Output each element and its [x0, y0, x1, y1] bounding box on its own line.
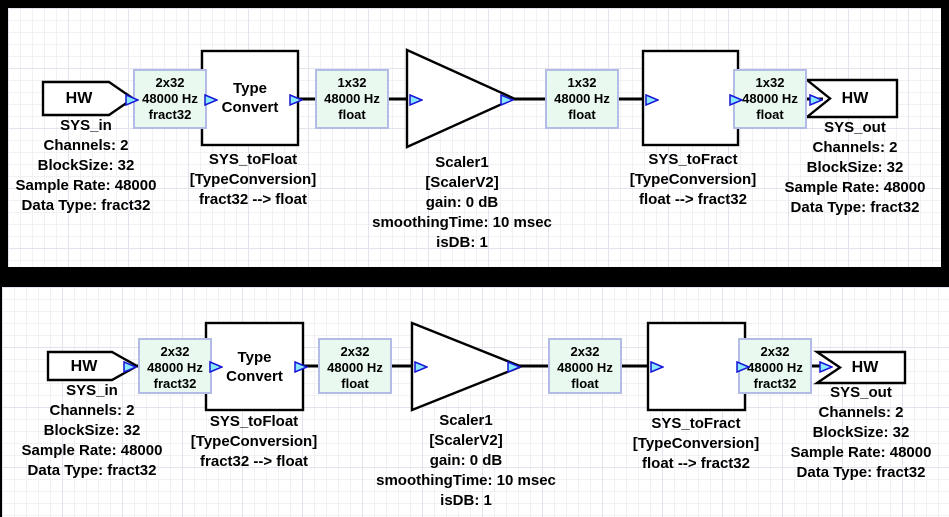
- wire-label[interactable]: 2x32 48000 Hz fract32: [133, 69, 207, 129]
- input-pin-icon[interactable]: [809, 93, 824, 107]
- type-convert-in-label[interactable]: Type Convert: [221, 80, 279, 116]
- hw-output-annotation: SYS_out Channels: 2 BlockSize: 32 Sample…: [790, 384, 932, 481]
- wire-label[interactable]: 2x32 48000 Hz float: [318, 338, 392, 394]
- hw-input-annotation: SYS_in Channels: 2 BlockSize: 32 Sample …: [21, 382, 163, 479]
- output-pin-icon[interactable]: [289, 93, 304, 107]
- input-pin-icon[interactable]: [204, 93, 219, 107]
- scaler-triangle[interactable]: [405, 48, 517, 149]
- hw-output-label[interactable]: HW: [851, 359, 879, 376]
- output-pin-icon[interactable]: [500, 93, 515, 107]
- input-pin-icon[interactable]: [650, 360, 665, 374]
- input-pin-icon[interactable]: [209, 360, 224, 374]
- hw-output-label[interactable]: HW: [841, 90, 869, 107]
- wire-label[interactable]: 2x32 48000 Hz float: [548, 338, 622, 394]
- output-pin-icon[interactable]: [736, 360, 751, 374]
- wire-label[interactable]: 1x32 48000 Hz float: [733, 69, 807, 129]
- type-convert-in-label[interactable]: Type Convert: [226, 348, 283, 385]
- input-pin-icon[interactable]: [819, 360, 834, 374]
- converter-in-annotation: SYS_toFloat [TypeConversion] fract32 -->…: [189, 151, 317, 208]
- converter-out-annotation: SYS_toFract [TypeConversion] float --> f…: [632, 415, 760, 472]
- converter-out-annotation: SYS_toFract [TypeConversion] float --> f…: [629, 151, 757, 208]
- output-pin-icon[interactable]: [294, 360, 309, 374]
- wire-label[interactable]: 1x32 48000 Hz float: [545, 69, 619, 129]
- wire-label[interactable]: 2x32 48000 Hz fract32: [138, 338, 212, 394]
- output-pin-icon[interactable]: [729, 93, 744, 107]
- output-pin-icon[interactable]: [125, 93, 140, 107]
- input-pin-icon[interactable]: [414, 360, 429, 374]
- scaler-annotation: Scaler1 [ScalerV2] gain: 0 dB smoothingT…: [372, 154, 552, 251]
- input-pin-icon[interactable]: [409, 93, 424, 107]
- wire-label[interactable]: 2x32 48000 Hz fract32: [738, 338, 812, 394]
- wire-label[interactable]: 1x32 48000 Hz float: [315, 69, 389, 129]
- hw-input-label[interactable]: HW: [65, 90, 93, 107]
- canvas-panel-bottom[interactable]: 2x32 48000 Hz fract32 2x32 48000 Hz floa…: [2, 287, 949, 517]
- scaler-triangle[interactable]: [410, 321, 525, 412]
- hw-input-annotation: SYS_in Channels: 2 BlockSize: 32 Sample …: [15, 117, 157, 214]
- hw-output-annotation: SYS_out Channels: 2 BlockSize: 32 Sample…: [784, 119, 926, 216]
- input-pin-icon[interactable]: [645, 93, 660, 107]
- converter-in-annotation: SYS_toFloat [TypeConversion] fract32 -->…: [190, 413, 318, 470]
- scaler-annotation: Scaler1 [ScalerV2] gain: 0 dB smoothingT…: [376, 412, 556, 509]
- hw-input-label[interactable]: HW: [70, 357, 98, 375]
- canvas-panel-top[interactable]: 2x32 48000 Hz fract32 1x32 48000 Hz floa…: [8, 8, 941, 267]
- output-pin-icon[interactable]: [507, 360, 522, 374]
- output-pin-icon[interactable]: [123, 360, 138, 374]
